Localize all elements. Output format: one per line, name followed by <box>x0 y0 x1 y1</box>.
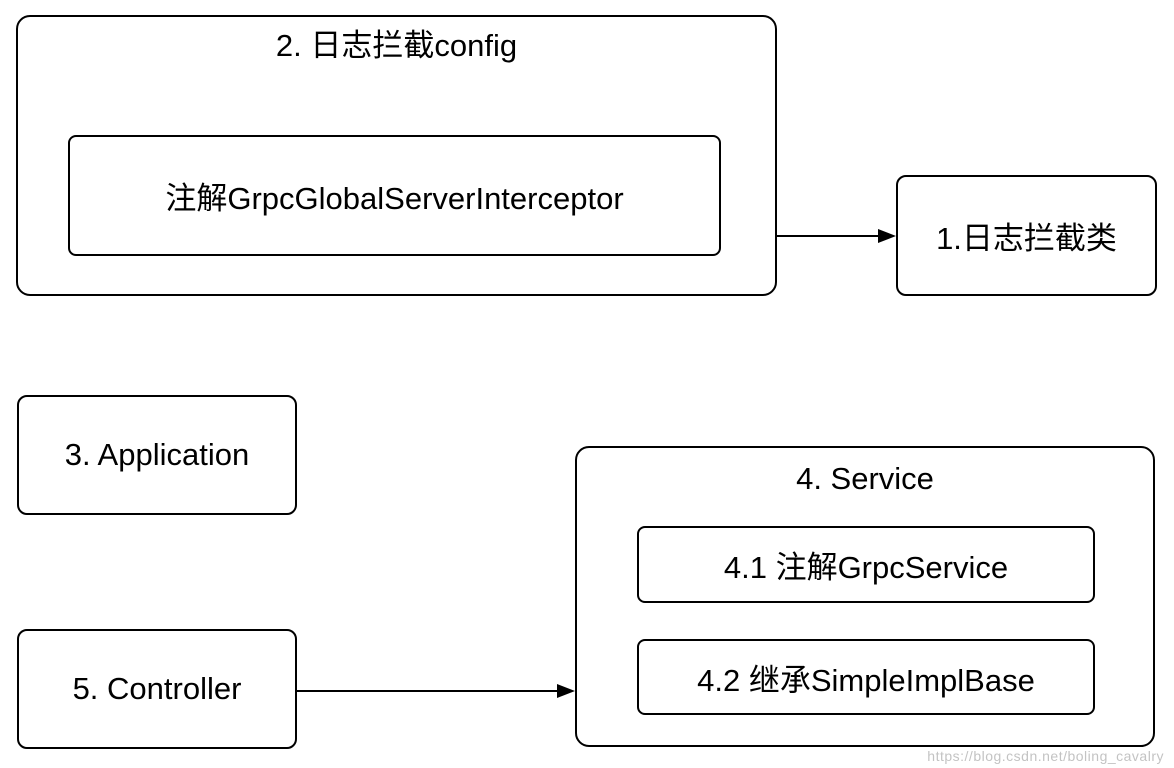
node-controller: 5. Controller <box>17 629 297 749</box>
node-log-interceptor-class-label: 1.日志拦截类 <box>936 221 1117 256</box>
node-application-label: 3. Application <box>64 437 250 472</box>
node-controller-label: 5. Controller <box>72 671 242 706</box>
node-extend-simple-impl-base-label: 4.2 继承SimpleImplBase <box>697 662 1035 698</box>
group-config-title: 2. 日志拦截config <box>275 28 518 63</box>
arrow-controller-to-service <box>297 684 575 698</box>
node-grpc-service-annotation: 4.1 注解GrpcService <box>637 526 1095 603</box>
node-application: 3. Application <box>17 395 297 515</box>
node-extend-simple-impl-base: 4.2 继承SimpleImplBase <box>637 639 1095 715</box>
node-grpc-service-annotation-label: 4.1 注解GrpcService <box>723 550 1009 585</box>
watermark-text: https://blog.csdn.net/boling_cavalry <box>927 748 1164 764</box>
node-interceptor-annotation: 注解GrpcGlobalServerInterceptor <box>68 135 721 256</box>
group-service-title: 4. Service <box>796 461 934 496</box>
node-interceptor-annotation-label: 注解GrpcGlobalServerInterceptor <box>165 181 624 216</box>
node-log-interceptor-class: 1.日志拦截类 <box>896 175 1157 296</box>
arrow-config-to-log-interceptor-class <box>777 229 896 243</box>
